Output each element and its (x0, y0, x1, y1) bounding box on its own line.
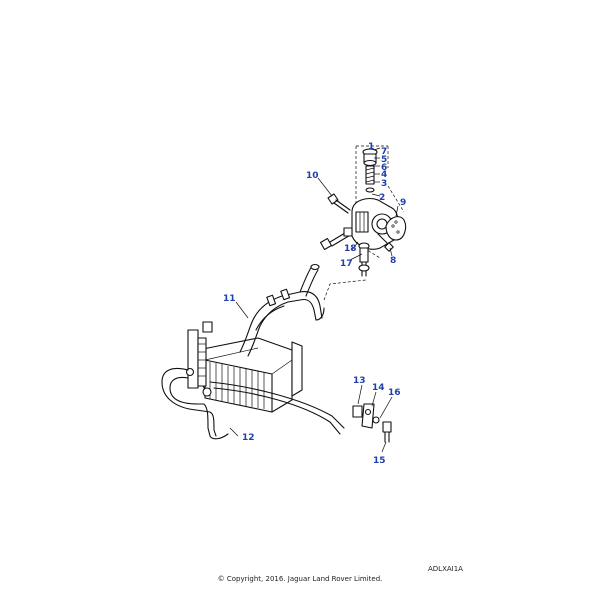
callout-17: 17 (340, 259, 353, 269)
callout-5: 5 (381, 155, 387, 165)
callout-labels: 1 7 5 6 4 3 2 10 9 18 17 8 11 12 13 14 1… (223, 142, 406, 466)
callout-2: 2 (379, 193, 385, 203)
callout-14: 14 (372, 383, 385, 393)
callout-15: 15 (373, 456, 386, 466)
reference-code: ADLXAI1A (428, 565, 463, 573)
copyright-notice: © Copyright, 2016. Jaguar Land Rover Lim… (217, 575, 383, 583)
callout-16: 16 (388, 388, 401, 398)
cable (209, 381, 345, 435)
hose-12 (161, 367, 229, 440)
callout-1: 1 (368, 142, 374, 152)
callout-7: 7 (381, 147, 387, 157)
callout-11: 11 (223, 294, 236, 304)
leader-lines (229, 147, 399, 453)
callout-3: 3 (381, 179, 387, 189)
callout-10: 10 (306, 171, 319, 181)
callout-6: 6 (381, 163, 387, 173)
callout-12: 12 (242, 433, 255, 443)
callout-8: 8 (390, 256, 396, 266)
oil-cooler (185, 321, 303, 413)
callout-13: 13 (353, 376, 366, 386)
callout-18: 18 (344, 244, 357, 254)
callout-4: 4 (381, 170, 387, 180)
hose-11 (239, 263, 367, 357)
bracket-fittings (352, 403, 392, 443)
valve-housing (319, 145, 407, 277)
callout-9: 9 (400, 198, 406, 208)
